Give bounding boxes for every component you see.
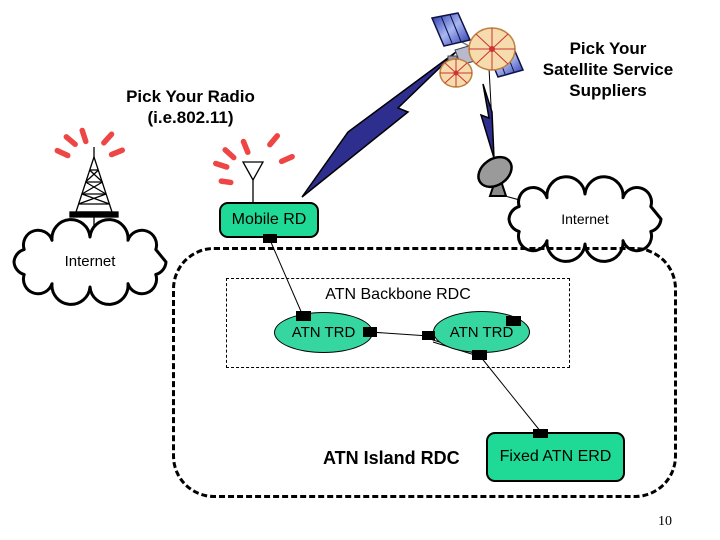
radio-title: Pick Your Radio (i.e.802.11) — [98, 86, 283, 128]
page-number: 10 — [658, 514, 672, 529]
fixed-atn-erd-label: Fixed ATN ERD — [499, 448, 612, 465]
mobile-rd-node: Mobile RD — [219, 202, 319, 238]
atn-trd-right-label: ATN TRD — [449, 323, 514, 341]
satellite-title-line2: Satellite Service — [542, 60, 674, 79]
lightning-bolt-icon — [301, 51, 457, 198]
internet-cloud-right-label: Internet — [561, 211, 609, 227]
radio-title-line1: Pick Your Radio — [126, 87, 255, 106]
satellite-title-line1: Pick Your — [569, 39, 647, 58]
satellite-title: Pick Your Satellite Service Suppliers — [523, 38, 693, 101]
connector-square — [263, 234, 277, 243]
mobile-rd-label: Mobile RD — [231, 211, 307, 228]
connector-square — [422, 331, 435, 340]
connector-line — [479, 355, 542, 433]
atn-island-region — [172, 247, 677, 498]
satellite-title-line3: Suppliers — [569, 81, 647, 100]
atn-backbone-label: ATN Backbone RDC — [325, 286, 471, 303]
atn-trd-left-label: ATN TRD — [291, 324, 356, 341]
connector-square — [363, 327, 377, 337]
connector-line — [369, 331, 430, 337]
radio-title-line2: (i.e.802.11) — [147, 108, 234, 127]
antenna-icon — [241, 161, 265, 203]
connector-square — [296, 311, 311, 321]
atn-backbone-region — [226, 278, 570, 368]
cloud-icon — [12, 218, 168, 306]
ground-dish-icon — [477, 155, 546, 208]
signal-waves-icon — [54, 127, 126, 159]
radio-tower-icon — [69, 147, 119, 240]
satellite-icon — [430, 12, 525, 88]
atn-island-label: ATN Island RDC — [323, 448, 460, 468]
fixed-atn-erd-node: Fixed ATN ERD — [486, 432, 625, 482]
lightning-bolt-icon — [479, 83, 495, 159]
connector-square — [506, 316, 521, 326]
connector-square — [533, 429, 548, 438]
internet-cloud-left-label: Internet — [64, 253, 116, 270]
signal-waves-icon — [213, 133, 295, 186]
atn-trd-left-node: ATN TRD — [274, 312, 373, 353]
connector-square — [472, 350, 487, 360]
